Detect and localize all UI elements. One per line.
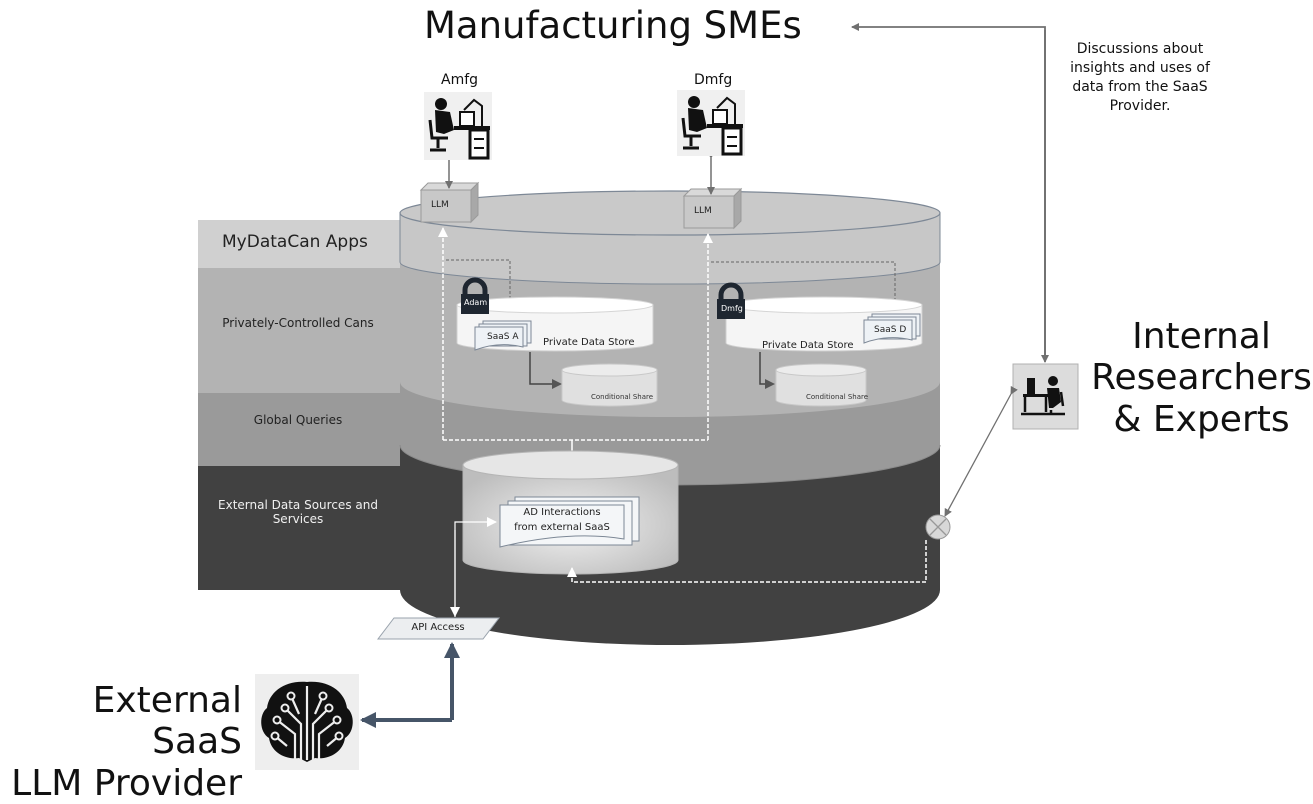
discussion-note-line2: insights and uses of xyxy=(1070,59,1210,76)
diagram-title: Manufacturing SMEs xyxy=(424,4,802,47)
discussion-note-line3: data from the SaaS xyxy=(1072,78,1208,95)
external-data-store xyxy=(462,450,679,575)
external-store-label: AD Interactions from external SaaS xyxy=(500,506,624,535)
lock-label-adam: Adam xyxy=(464,298,488,307)
share-label-a: Conditional Share xyxy=(591,393,654,401)
external-provider-line2: LLM Provider xyxy=(11,762,242,804)
researcher-feedback-flow xyxy=(567,540,927,583)
share-label-d: Conditional Share xyxy=(806,393,869,401)
lock-icon-dmfg xyxy=(717,282,745,319)
doc-label-saas-d: SaaS D xyxy=(874,325,907,335)
api-access-label[interactable]: API Access xyxy=(411,622,465,633)
external-provider-line1: External SaaS xyxy=(92,680,242,763)
researchers-line1: Internal xyxy=(1132,316,1271,357)
worker-at-desk-icon-amfg xyxy=(424,92,492,160)
researchers-line2: Researchers xyxy=(1091,357,1312,399)
store-label-d: Private Data Store xyxy=(762,340,854,351)
llm-box-a[interactable] xyxy=(419,181,480,224)
researcher-at-computer-icon xyxy=(1012,363,1079,430)
saas-a-doc-stack xyxy=(474,320,532,351)
global-query-flow xyxy=(438,227,713,452)
worker-at-desk-icon-dmfg xyxy=(677,90,745,156)
combiner-node-icon xyxy=(925,514,951,540)
layer-label-private-cans: Privately-Controlled Cans xyxy=(222,316,374,330)
user-label-amfg: Amfg xyxy=(441,72,479,88)
external-store-line2: from external SaaS xyxy=(514,521,610,533)
discussion-note: Discussions about insights and uses of d… xyxy=(1045,40,1235,116)
doc-label-saas-a: SaaS A xyxy=(487,332,519,342)
layer-label-apps: MyDataCan Apps xyxy=(222,232,368,252)
layer-label-global-queries: Global Queries xyxy=(253,413,343,427)
llm-label-d: LLM xyxy=(694,206,712,216)
layer-apps xyxy=(198,190,941,285)
user-label-dmfg: Dmfg xyxy=(694,72,733,88)
layer-label-external-text: External Data Sources and Services xyxy=(218,498,378,526)
external-store-line1: AD Interactions xyxy=(523,507,601,518)
discussion-note-line1: Discussions about xyxy=(1076,41,1204,57)
discussion-note-line4: Provider. xyxy=(1109,97,1171,114)
researchers-line3: & Experts xyxy=(1113,398,1290,440)
llm-label-a: LLM xyxy=(431,200,449,210)
api-access-shape[interactable] xyxy=(376,617,501,640)
saas-d-doc-stack xyxy=(863,313,921,344)
lock-icon-adam xyxy=(461,277,489,314)
layer-label-external: External Data Sources and Services xyxy=(198,498,398,526)
store-label-a: Private Data Store xyxy=(543,337,635,348)
lock-label-dmfg: Dmfg xyxy=(721,304,743,313)
diagram-canvas xyxy=(198,23,1079,770)
external-provider-label: External SaaS LLM Provider xyxy=(10,680,242,804)
circuit-brain-icon xyxy=(255,674,359,770)
researchers-label: Internal Researchers & Experts xyxy=(1090,316,1313,440)
llm-box-d[interactable] xyxy=(682,187,743,230)
researcher-combiner-link xyxy=(944,385,1018,517)
